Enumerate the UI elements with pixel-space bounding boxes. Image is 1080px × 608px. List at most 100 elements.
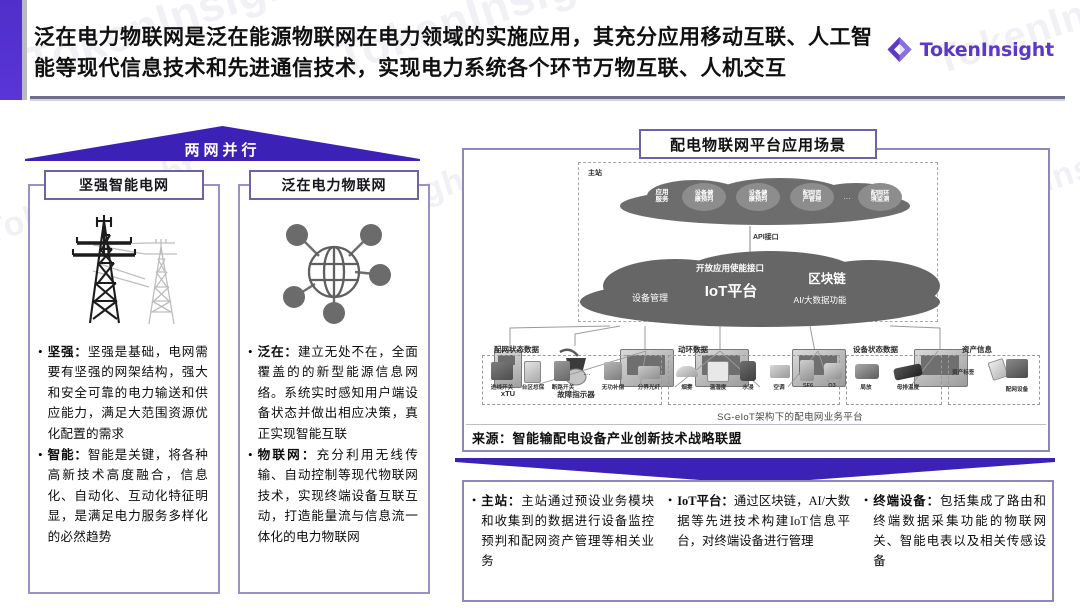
list-item: • 智能：智能是关键，将各种高新技术高度融合，信息化、自动化、互动化特征明显，是… — [38, 445, 208, 547]
list-item-term: 泛在： — [257, 345, 298, 359]
asset-device-icon — [1006, 359, 1028, 378]
sensor-icon-ac — [770, 365, 790, 378]
sensor-label-3-1: 局放 — [860, 385, 872, 391]
bullet-dot: • — [38, 344, 43, 359]
sensor-label-1-3: 断路开关 — [551, 385, 575, 391]
sensor-label-2-1: 烟雾 — [681, 385, 693, 391]
bullet-dot: • — [248, 447, 253, 463]
note-text: 终端设备：包括集成了路由和终端数据采集功能的物联网关、智能电表以及相关传感设备 — [873, 491, 1046, 596]
sensor-label-4-2: 配网设备 — [1005, 387, 1029, 393]
group-box-env — [668, 355, 840, 405]
transmission-tower-icon — [28, 205, 220, 330]
sensor-icon-fiber — [638, 366, 660, 379]
sensor-label-1-2: 台区总保 — [521, 385, 545, 391]
diagram-source-divider — [466, 424, 1046, 425]
pillar-title-ubiquitous-power-iot: 泛在电力物联网 — [249, 170, 419, 200]
left-accent-bar — [0, 0, 22, 100]
sensor-label-1-5: 无功补偿 — [601, 385, 625, 391]
bullet-dot: • — [38, 447, 43, 463]
main-cloud-shape — [580, 251, 940, 327]
sensor-label-4-1: 资产标签 — [952, 370, 975, 376]
diagram-panel-title: 配电物联网平台应用场景 — [639, 129, 877, 159]
note-term: 终端设备： — [873, 494, 941, 508]
sensor-ellipsis-1: … — [583, 368, 591, 377]
sensor-label-2-3: 水浸 — [742, 385, 754, 391]
list-item-text: 物联网：充分利用无线传输、自动控制等现代物联网技术，实现终端设备互联互动，打造能… — [258, 445, 418, 547]
bullet-dot: • — [864, 493, 869, 507]
group-box-asset — [948, 355, 1040, 405]
sensor-icon-breaker — [491, 362, 513, 380]
sensor-label-2-2: 温湿度 — [709, 385, 727, 391]
bullet-dot: • — [472, 493, 477, 507]
page-header: 泛在电力物联网是泛在能源物联网在电力领域的实施应用，其充分应用移动互联、人工智能… — [30, 8, 1072, 92]
sensor-icon-protector — [524, 361, 541, 383]
diamond-logo-icon — [886, 36, 913, 63]
group-box-device-status — [846, 355, 942, 405]
rtu-cabinet-screen — [498, 355, 515, 365]
note-main-station: • 主站：主站通过预设业务模块和收集到的数据进行设备监控预判和配网资产管理等相关… — [464, 482, 660, 600]
app-pill-2: 设备健康预判 — [736, 183, 780, 211]
list-item: • 坚强：坚强是基础，电网需要有坚强的网架结构，强大和安全可靠的电力输送和供应能… — [38, 342, 208, 444]
note-term: 主站： — [481, 494, 522, 508]
bullet-list-ubiquitous-power-iot: • 泛在：建立无处不在，全面覆盖的的新型能源信息网络。系统实时感知用户端设备状态… — [242, 340, 422, 590]
pillar-title-strong-smart-grid: 坚强智能电网 — [44, 170, 204, 200]
note-iot-platform: • IoT平台：通过区块链，AI/大数据等先进技术构建IoT信息平台，对终端设备… — [660, 482, 856, 600]
list-item-body: 智能是关键，将各种高新技术高度融合，信息化、自动化、互动化特征明显，是满足电力服… — [47, 448, 208, 544]
device-management-label: 设备管理 — [631, 293, 668, 303]
app-pill-4: 配网环境监测 — [858, 183, 902, 211]
ai-bigdata-label: AI/大数据功能 — [793, 295, 847, 305]
sensor-label-1-6: 分界光纤 — [637, 385, 661, 391]
sensor-icon-compensator — [604, 362, 622, 380]
note-text: 主站：主站通过预设业务模块和收集到的数据进行设备监控预判和配网资产管理等相关业务 — [481, 491, 654, 596]
group-label-env: 动环数据 — [678, 345, 708, 354]
open-api-label: 开放应用使能接口 — [695, 263, 764, 273]
sensor-icon-sf6 — [800, 360, 814, 381]
sensor-icon-temp-humidity — [707, 361, 729, 382]
note-body: 包括集成了路由和终端数据采集功能的物联网关、智能电表以及相关传感设备 — [873, 494, 1047, 568]
bullet-list-strong-smart-grid: • 坚强：坚强是基础，电网需要有坚强的网架结构，强大和安全可靠的电力输送和供应能… — [32, 340, 212, 590]
roof-banner-label: 两网并行 — [184, 143, 261, 159]
terminal-label-fault-indicator: 故障指示器 — [557, 390, 595, 399]
sensor-label-3-2: 母排温度 — [896, 385, 920, 391]
notes-panel: • 主站：主站通过预设业务模块和收集到的数据进行设备监控预判和配网资产管理等相关… — [462, 480, 1054, 602]
roof-banner: 两网并行 — [25, 126, 420, 161]
left-accent-bar-shadow — [22, 0, 27, 100]
note-terminal-device: • 终端设备：包括集成了路由和终端数据采集功能的物联网关、智能电表以及相关传感设… — [856, 482, 1052, 600]
page-title: 泛在电力物联网是泛在能源物联网在电力领域的实施应用，其充分应用移动互联、人工智能… — [34, 25, 873, 80]
sensor-icon-water — [740, 361, 756, 381]
app-pill-ellipsis: … — [843, 192, 851, 201]
sensor-label-1-1: 进线开关 — [490, 385, 514, 391]
header-divider — [30, 96, 1065, 99]
api-connector — [749, 226, 751, 252]
note-body: 通过区块链，AI/大数据等先进技术构建IoT信息平台，对终端设备进行管理 — [677, 494, 850, 548]
list-item-term: 坚强： — [47, 345, 88, 359]
terminal-label-xtu: xTU — [500, 389, 516, 398]
list-item-term: 智能： — [47, 448, 88, 463]
sensor-label-2-6: O3 — [828, 383, 836, 389]
brand-logo: TokenInsight — [886, 36, 1054, 63]
blockchain-label: 区块链 — [808, 272, 846, 286]
down-chevron-banner — [455, 456, 1055, 486]
list-item: • 物联网：充分利用无线传输、自动控制等现代物联网技术，实现终端设备互联互动，打… — [248, 445, 418, 547]
app-pill-1: 设备健康预判 — [682, 183, 726, 211]
group-label-grid-status: 配网状态数据 — [494, 345, 539, 354]
globe-network-icon — [238, 205, 430, 330]
list-item-text: 坚强：坚强是基础，电网需要有坚强的网架结构，强大和安全可靠的电力输送和供应能力，… — [48, 342, 208, 444]
list-item-body: 建立无处不在，全面覆盖的的新型能源信息网络。系统实时感知用户端设备状态并做出相应… — [257, 345, 418, 441]
diagram-caption: SG-eIoT架构下的配电网业务平台 — [717, 412, 863, 423]
brand-logo-text: TokenInsight — [919, 38, 1054, 61]
note-text: IoT平台：通过区块链，AI/大数据等先进技术构建IoT信息平台，对终端设备进行… — [677, 491, 850, 596]
app-pill-3: 配网资产管理 — [790, 183, 834, 211]
list-item-body: 坚强是基础，电网需要有坚强的网架结构，强大和安全可靠的电力输送和供应能力，满足大… — [47, 345, 208, 441]
sensor-icon-o3 — [824, 363, 842, 379]
bullet-dot: • — [248, 344, 253, 359]
sensor-label-2-4: 空调 — [773, 385, 785, 391]
sensor-label-2-5: SF6 — [802, 383, 814, 389]
list-item-text: 泛在：建立无处不在，全面覆盖的的新型能源信息网络。系统实时感知用户端设备状态并做… — [258, 342, 418, 444]
list-item: • 泛在：建立无处不在，全面覆盖的的新型能源信息网络。系统实时感知用户端设备状态… — [248, 342, 418, 444]
note-term: IoT平台： — [677, 494, 734, 508]
sensor-icon-switch — [554, 361, 570, 381]
group-box-grid-status — [482, 355, 662, 405]
group-label-asset: 资产信息 — [962, 345, 992, 354]
sensor-icon-smoke — [676, 366, 698, 377]
